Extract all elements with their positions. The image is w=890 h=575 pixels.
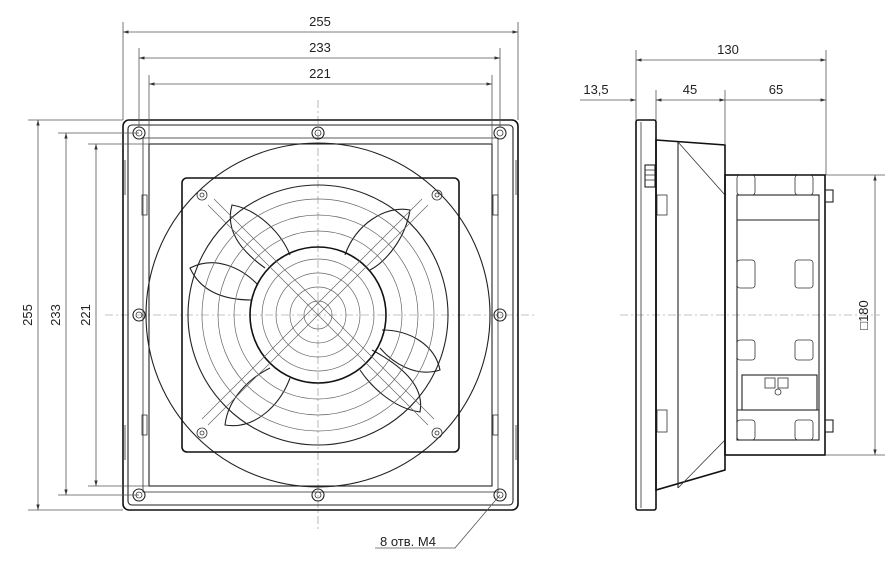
front-view: 255 233 221 255 233 221 8 отв. М4 bbox=[20, 14, 535, 549]
mounting-hole bbox=[493, 488, 507, 502]
side-clip-top bbox=[656, 194, 668, 216]
fan-blades bbox=[189, 204, 441, 427]
fan-grille-spokes bbox=[201, 198, 435, 426]
mounting-hole bbox=[493, 308, 507, 322]
side-view: 130 13,5 45 65 □180 bbox=[580, 42, 885, 511]
side-back-screws bbox=[824, 189, 834, 433]
front-outer-frame bbox=[122, 119, 519, 511]
front-inner-opening bbox=[148, 143, 493, 487]
dim-fan-size: □180 bbox=[856, 300, 871, 330]
front-frame-lip bbox=[127, 124, 514, 506]
fan-venturi bbox=[187, 184, 449, 446]
side-fan-body bbox=[724, 174, 826, 456]
side-vertical-dimension bbox=[826, 174, 885, 456]
fan-hub bbox=[249, 246, 387, 384]
dim-width-inner: 221 bbox=[309, 66, 331, 81]
dim-height-mid: 233 bbox=[48, 304, 63, 326]
side-housing bbox=[655, 139, 726, 492]
side-clip-bottom bbox=[656, 409, 668, 433]
fan-shroud-circle bbox=[145, 142, 491, 488]
right-vent-slots bbox=[492, 160, 517, 460]
dim-depth-total: 130 bbox=[717, 42, 739, 57]
side-fan-ears bbox=[736, 174, 814, 441]
holes-note: 8 отв. М4 bbox=[380, 534, 436, 549]
dim-depth-housing: 45 bbox=[683, 82, 697, 97]
mounting-hole bbox=[132, 308, 146, 322]
front-vertical-dimensions bbox=[28, 119, 149, 511]
front-horizontal-dimensions bbox=[122, 22, 519, 144]
dim-height-outer: 255 bbox=[20, 304, 35, 326]
dim-width-outer: 255 bbox=[309, 14, 331, 29]
dim-height-inner: 221 bbox=[78, 304, 93, 326]
mounting-hole bbox=[493, 126, 507, 140]
fan-grille-rings bbox=[201, 198, 435, 432]
holes-leader bbox=[375, 494, 501, 549]
dim-width-mid: 233 bbox=[309, 40, 331, 55]
fan-square-housing bbox=[181, 177, 460, 453]
mounting-hole bbox=[311, 126, 325, 140]
fan-screws bbox=[196, 189, 443, 439]
side-latch bbox=[644, 164, 656, 188]
side-fan-inner bbox=[736, 194, 820, 441]
dim-depth-fan: 65 bbox=[769, 82, 783, 97]
mounting-hole bbox=[311, 488, 325, 502]
side-horizontal-dimensions bbox=[580, 50, 827, 175]
side-terminal-block bbox=[741, 374, 818, 411]
left-vent-slots bbox=[124, 160, 148, 460]
dim-depth-flange: 13,5 bbox=[583, 82, 608, 97]
